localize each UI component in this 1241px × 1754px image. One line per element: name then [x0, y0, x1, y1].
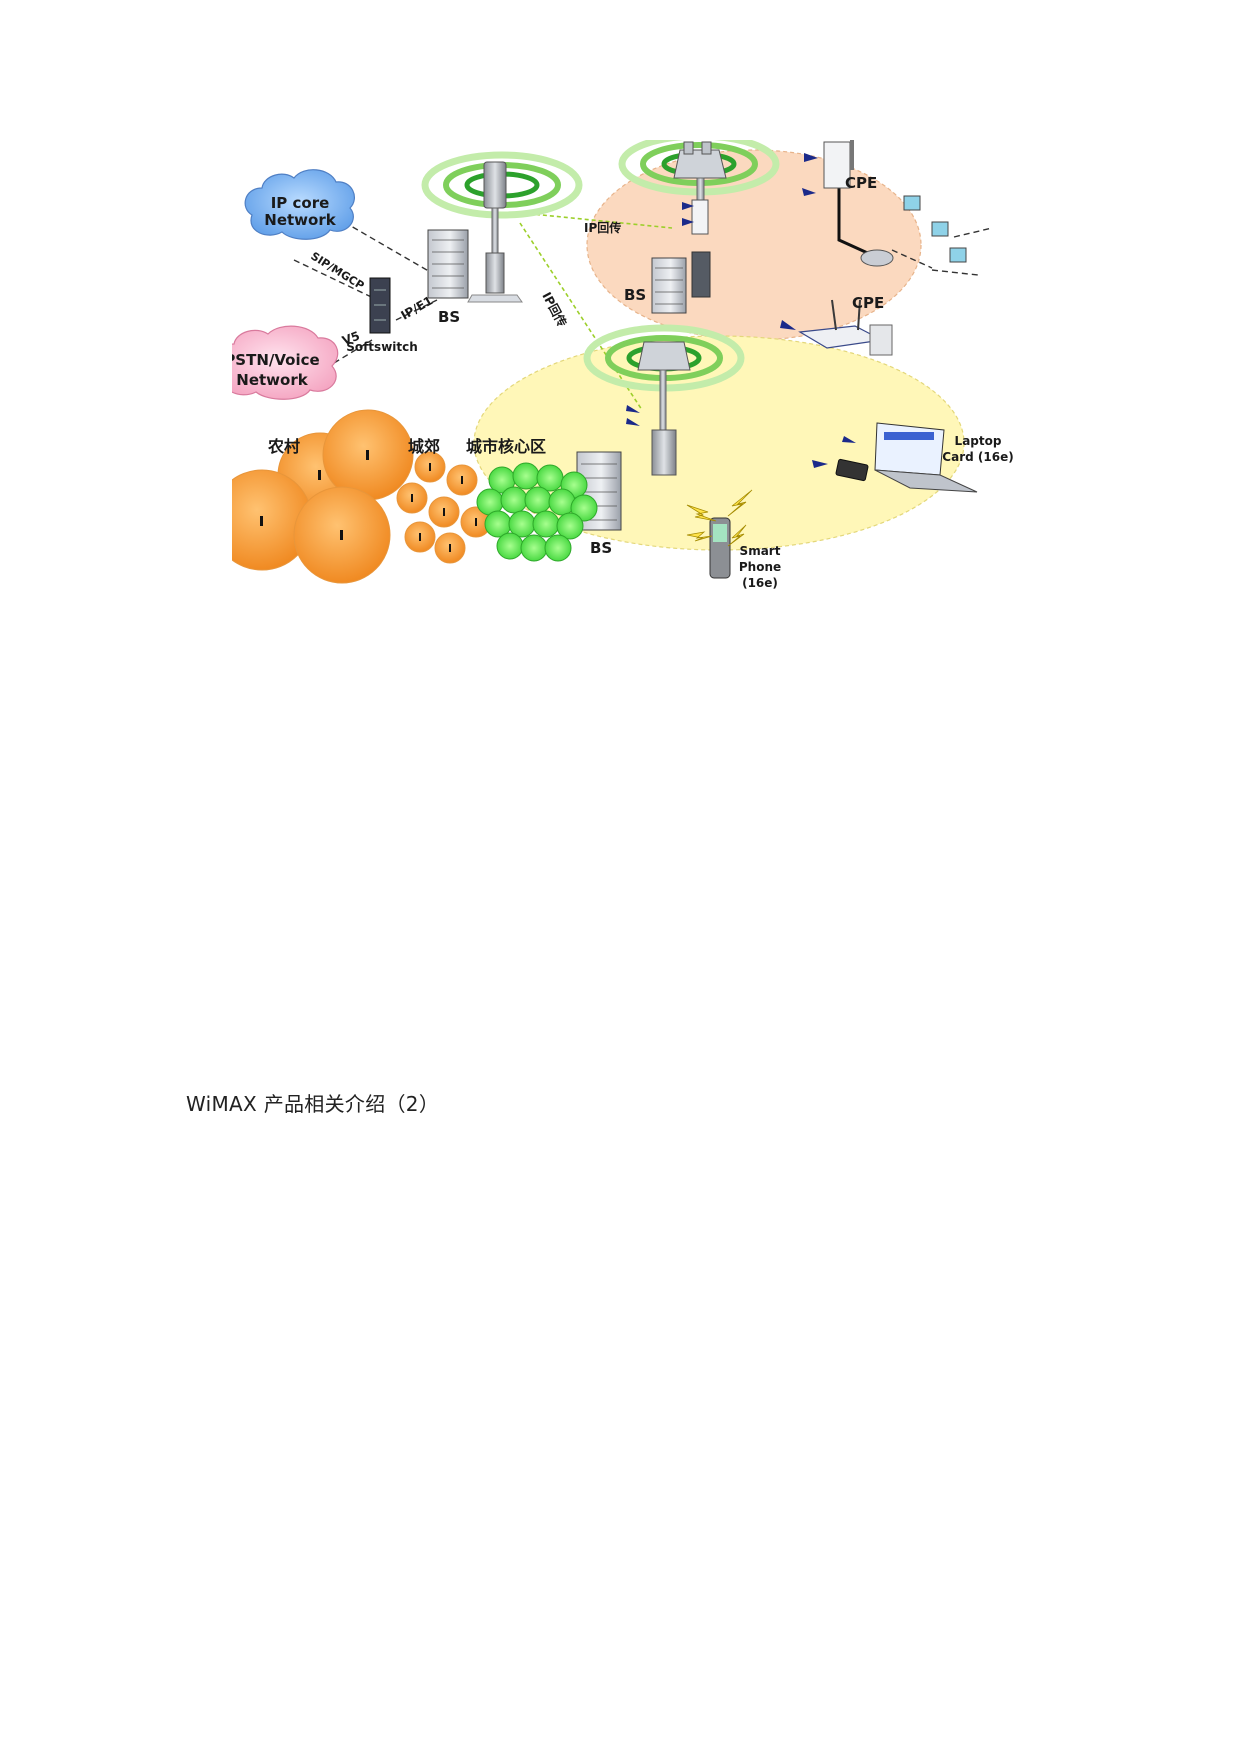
- ip-core-label-line1: IP core: [271, 194, 330, 212]
- ip-backhaul-links: [519, 212, 673, 411]
- softswitch-label: Softswitch: [346, 340, 418, 354]
- rural-label: 农村: [267, 437, 300, 456]
- tower-b-icon: [673, 141, 727, 298]
- bs-label-bottom: BS: [590, 539, 612, 557]
- ipe1-label: IP/E1: [399, 293, 436, 322]
- cpe-modem-icon: [860, 249, 894, 267]
- ip-core-label-line2: Network: [264, 211, 336, 229]
- pc-card-icon: [835, 458, 869, 482]
- v5-label: V5: [340, 329, 361, 348]
- cpe-label-bottom: CPE: [852, 294, 884, 312]
- bs-rack-top-right-icon: [651, 257, 687, 314]
- ip-backhaul-label-diag: IP回传: [539, 289, 570, 329]
- cpe-cable: [837, 166, 873, 257]
- cpe-outdoor-unit-icon: [823, 140, 854, 189]
- laptop-label-line2: Card (16e): [942, 450, 1013, 464]
- smartphone-label-line3: (16e): [742, 576, 778, 590]
- ip-core-network-cloud: [244, 169, 355, 240]
- desktop-pc-icon: [903, 195, 967, 263]
- ip-backhaul-label-top: IP回传: [584, 220, 621, 235]
- softswitch-icon: [369, 277, 391, 334]
- cell-site-markers: [260, 450, 477, 552]
- tower-c-icon: [637, 341, 691, 476]
- urban-core-cells: [476, 462, 598, 562]
- wimax-network-diagram: IP core Network PSTN/Voice Network SIP/M…: [232, 140, 1137, 665]
- bs-rack-top-left-icon: [427, 229, 469, 299]
- smartphone-label-line2: Phone: [739, 560, 781, 574]
- suburb-label: 城郊: [408, 437, 440, 456]
- signal-arrows: [626, 153, 856, 468]
- bs-label-top-right: BS: [624, 286, 646, 304]
- pstn-label-line1: PSTN/Voice: [232, 351, 320, 369]
- laptop-label-line1: Laptop: [955, 434, 1002, 448]
- cpe-label-top: CPE: [845, 174, 877, 192]
- wireless-signal-icons: [686, 489, 753, 547]
- smartphone-icon: [709, 517, 731, 579]
- bs-label-top-left: BS: [438, 308, 460, 326]
- smartphone-label-line1: Smart: [740, 544, 781, 558]
- cpe-router-icon: [798, 299, 893, 356]
- document-caption: WiMAX 产品相关介绍（2）: [186, 1092, 440, 1116]
- laptop-icon: [874, 422, 978, 493]
- tower-a-icon: [467, 161, 523, 303]
- network-links: [293, 221, 993, 364]
- rural-cells: [232, 409, 414, 584]
- urban-core-label: 城市核心区: [466, 437, 546, 456]
- pstn-voice-network-cloud: [232, 325, 339, 400]
- pstn-label-line2: Network: [236, 371, 308, 389]
